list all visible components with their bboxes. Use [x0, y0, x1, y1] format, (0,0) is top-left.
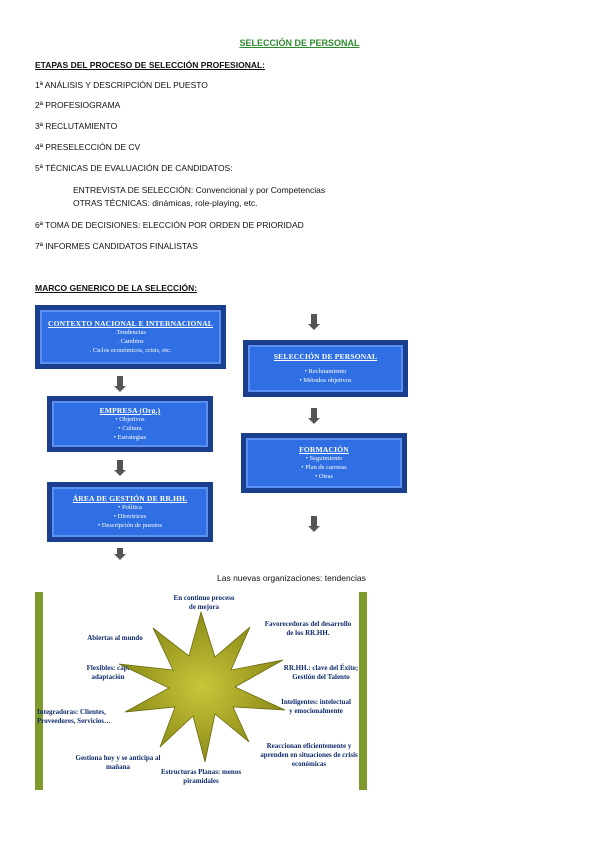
step-3: 3ª RECLUTAMIENTO [35, 121, 118, 131]
star-icon [118, 610, 286, 763]
arrow-down [114, 460, 126, 476]
substep-entrevista: ENTREVISTA DE SELECCIÓN: Convencional y … [73, 185, 326, 195]
page-title: SELECCIÓN DE PERSONAL [239, 38, 360, 48]
label-favorecedoras: Favorecedoras del desarrollo de los RR.H… [264, 620, 352, 637]
step-7: 7ª INFORMES CANDIDATOS FINALISTAS [35, 241, 198, 251]
label-flexibles: Flexibles: cap. adaptación [86, 664, 130, 681]
arrow-down [308, 314, 320, 330]
box-contexto-item: . Cambios [117, 338, 144, 345]
label-gestiona: Gestiona hoy y se anticipa al mañana [75, 754, 161, 771]
box-area-item: • Descripción de puestos [97, 522, 163, 529]
box-empresa-item: • Objetivos [115, 416, 145, 423]
step-4: 4ª PRESELECCIÓN DE CV [35, 142, 141, 152]
box-formacion: FORMACIÓN • Seguimiento • Plan de carrer… [241, 433, 407, 493]
box-empresa-item: • Cultura [118, 425, 142, 432]
substep-otras: OTRAS TÉCNICAS: dinámicas, role-playing,… [73, 198, 258, 208]
label-clave-exito: RR.HH.: clave del Éxito; Gestión del Tal… [283, 664, 359, 681]
box-seleccion-title: SELECCIÓN DE PERSONAL [273, 352, 378, 361]
step-2: 2ª PROFESIOGRAMA [35, 100, 121, 110]
framework-heading: MARCO GENERICO DE LA SELECCIÓN: [35, 283, 198, 293]
box-area-title: ÁREA DE GESTIÓN DE RR.HH. [72, 494, 188, 503]
box-formacion-item: • Otras [315, 473, 333, 480]
box-formacion-item: • Plan de carreras [301, 464, 347, 471]
trends-caption: Las nuevas organizaciones: tendencias [217, 573, 366, 583]
label-reaccionan: Reaccionan eficientemente y aprenden en … [260, 742, 358, 768]
box-empresa-item: • Estrategias [113, 434, 147, 441]
box-seleccion-item: • Reclutamiento [304, 368, 347, 375]
panel-border-right [359, 592, 367, 790]
arrow-down [308, 516, 320, 532]
step-5: 5ª TÉCNICAS DE EVALUACIÓN DE CANDIDATOS: [35, 163, 233, 173]
box-contexto: CONTEXTO NACIONAL E INTERNACIONAL .Tende… [35, 305, 226, 369]
box-contexto-title: CONTEXTO NACIONAL E INTERNACIONAL [47, 319, 214, 328]
panel-border-left [35, 592, 43, 790]
box-area-rrhh: ÁREA DE GESTIÓN DE RR.HH. • Política • D… [47, 482, 213, 542]
arrow-down [114, 548, 126, 560]
box-empresa-title: EMPRESA (Org.) [99, 406, 161, 415]
box-contexto-item: .Tendencias [115, 329, 146, 336]
step-6: 6ª TOMA DE DECISIONES: ELECCIÓN POR ORDE… [35, 220, 304, 230]
box-contexto-item: . Ciclos económicos, crisis, etc. [89, 347, 172, 354]
step-1: 1ª ANÁLISIS Y DESCRIPCIÓN DEL PUESTO [35, 80, 208, 90]
box-formacion-item: • Seguimiento [305, 455, 343, 462]
label-inteligentes: Inteligentes: intelectual y emocionalmen… [281, 698, 351, 715]
label-abiertas: Abiertas al mundo [87, 634, 143, 642]
trends-star-diagram: En continuo proceso de mejora Favorecedo… [35, 592, 367, 790]
label-mejora: En continuo proceso de mejora [173, 594, 235, 611]
box-area-item: • Directrices [113, 513, 147, 520]
stages-heading: ETAPAS DEL PROCESO DE SELECCIÓN PROFESIO… [35, 60, 265, 70]
arrow-down [114, 376, 126, 392]
box-seleccion: SELECCIÓN DE PERSONAL • Reclutamiento • … [243, 340, 408, 397]
label-integradoras: Integradoras: Clientes, Proveedores, Ser… [37, 708, 112, 725]
box-area-item: • Política [118, 504, 142, 511]
arrow-down [308, 408, 320, 424]
label-estructuras: Estructuras Planas: menos piramidales [160, 768, 242, 785]
box-seleccion-item: • Métodos objetivos [299, 377, 352, 384]
box-formacion-title: FORMACIÓN [299, 445, 349, 454]
box-empresa: EMPRESA (Org.) • Objetivos • Cultura • E… [47, 396, 213, 452]
